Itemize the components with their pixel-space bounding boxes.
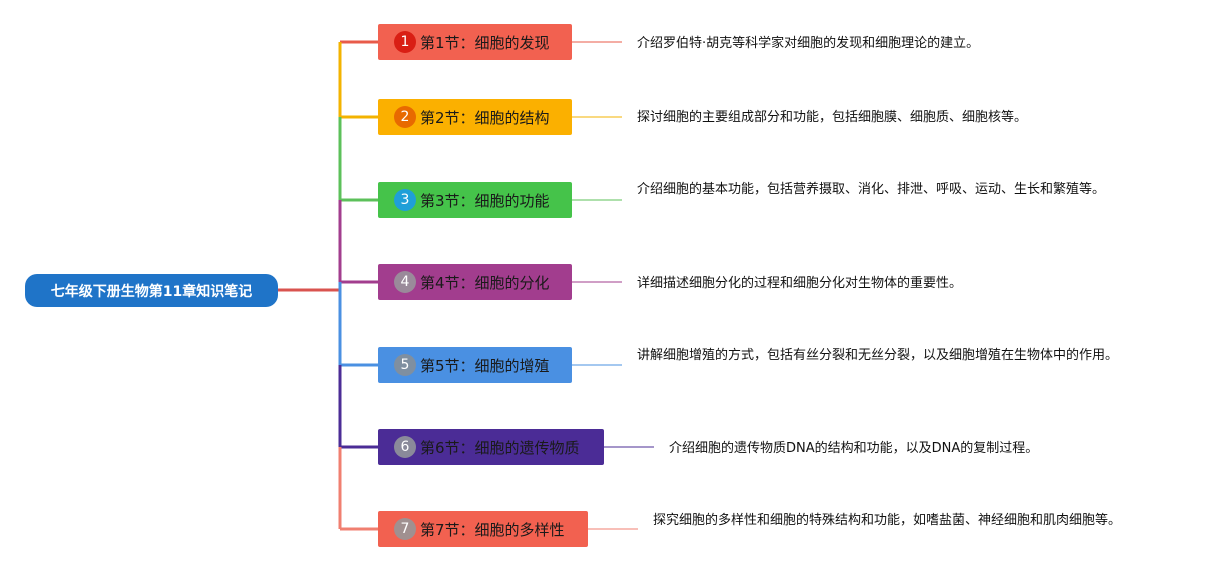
- section-title: 第2节：细胞的结构: [420, 108, 550, 127]
- section-description: 探究细胞的多样性和细胞的特殊结构和功能，如嗜盐菌、神经细胞和肌肉细胞等。: [653, 513, 1122, 528]
- section-number-badge: 4: [394, 271, 416, 293]
- section-number-badge: 1: [394, 31, 416, 53]
- section-number-badge: 3: [394, 189, 416, 211]
- section-description: 探讨细胞的主要组成部分和功能，包括细胞膜、细胞质、细胞核等。: [637, 110, 1028, 125]
- section-number-badge: 6: [394, 436, 416, 458]
- section-title: 第3节：细胞的功能: [420, 191, 550, 210]
- section-description: 介绍细胞的基本功能，包括营养摄取、消化、排泄、呼吸、运动、生长和繁殖等。: [637, 182, 1106, 197]
- section-title: 第1节：细胞的发现: [420, 33, 550, 52]
- section-title: 第5节：细胞的增殖: [420, 356, 550, 375]
- section-description: 介绍细胞的遗传物质DNA的结构和功能，以及DNA的复制过程。: [669, 441, 1039, 456]
- section-title: 第4节：细胞的分化: [420, 273, 550, 292]
- section-description: 介绍罗伯特·胡克等科学家对细胞的发现和细胞理论的建立。: [637, 36, 980, 51]
- root-topic[interactable]: 七年级下册生物第11章知识笔记: [25, 274, 278, 307]
- section-title: 第6节：细胞的遗传物质: [420, 438, 580, 457]
- section-number-badge: 5: [394, 354, 416, 376]
- root-title: 七年级下册生物第11章知识笔记: [50, 283, 253, 300]
- section-number-badge: 2: [394, 106, 416, 128]
- section-number-badge: 7: [394, 518, 416, 540]
- section-description: 讲解细胞增殖的方式，包括有丝分裂和无丝分裂，以及细胞增殖在生物体中的作用。: [637, 348, 1119, 363]
- section-title: 第7节：细胞的多样性: [420, 520, 565, 539]
- section-description: 详细描述细胞分化的过程和细胞分化对生物体的重要性。: [637, 276, 963, 291]
